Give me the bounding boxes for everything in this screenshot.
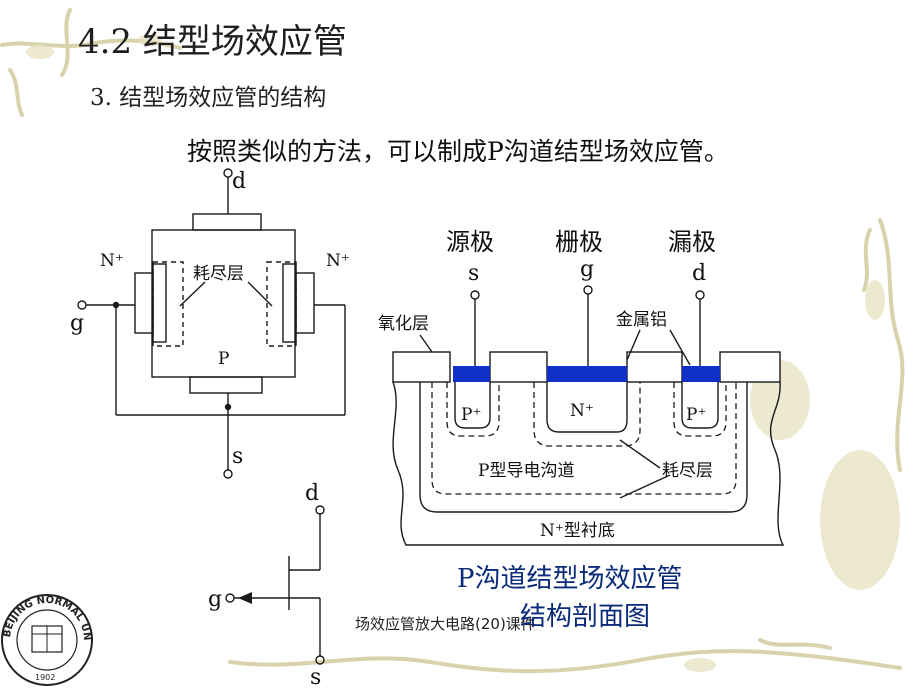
logo-year: 1902 [35, 673, 55, 682]
n-plus-left-label: N⁺ [100, 251, 124, 271]
p-plus-right-label: P⁺ [686, 405, 706, 425]
source-cn-label: 源极 [446, 228, 494, 256]
drain-label: d [232, 169, 246, 194]
source-terminal-label: s [468, 261, 479, 286]
symbol-gate-label: g [208, 587, 222, 612]
depletion-label: 耗尽层 [193, 264, 244, 284]
gate-metal-contact [547, 366, 627, 382]
footer-text: 场效应管放大电路(20)课件 [355, 615, 536, 633]
drain-metal-contact [682, 366, 720, 382]
gate-terminal-label: g [580, 257, 594, 282]
p-channel-label: P型导电沟道 [478, 461, 574, 481]
p-plus-left-label: P⁺ [461, 405, 481, 425]
oxide-label: 氧化层 [378, 314, 429, 334]
svg-text:BEIJING NORMAL UNIVERSITY: BEIJING NORMAL UNIVERSITY [0, 0, 92, 641]
source-metal-contact [453, 366, 490, 382]
substrate-label: N⁺型衬底 [540, 521, 615, 541]
n-plus-right-label: N⁺ [326, 251, 350, 271]
figure-caption-line1: P沟道结型场效应管 [457, 564, 683, 594]
page-title: 4.2 结型场效应管 [78, 22, 347, 62]
p-channel-label: P [218, 349, 229, 369]
intro-text: 按照类似的方法，可以制成P沟道结型场效应管。 [187, 137, 729, 166]
source-label: s [232, 444, 243, 469]
metal-label: 金属铝 [616, 310, 667, 330]
n-plus-center-label: N⁺ [570, 401, 594, 421]
symbol-source-label: s [310, 665, 321, 690]
gate-label: g [70, 311, 84, 336]
symbol-drain-label: d [305, 481, 319, 506]
section-subtitle: 3. 结型场效应管的结构 [90, 85, 327, 111]
depletion-label: 耗尽层 [662, 461, 713, 481]
drain-terminal-label: d [692, 261, 706, 286]
gate-cn-label: 栅极 [555, 228, 603, 256]
drain-cn-label: 漏极 [668, 228, 716, 256]
figure-caption-line2: 结构剖面图 [520, 602, 651, 632]
